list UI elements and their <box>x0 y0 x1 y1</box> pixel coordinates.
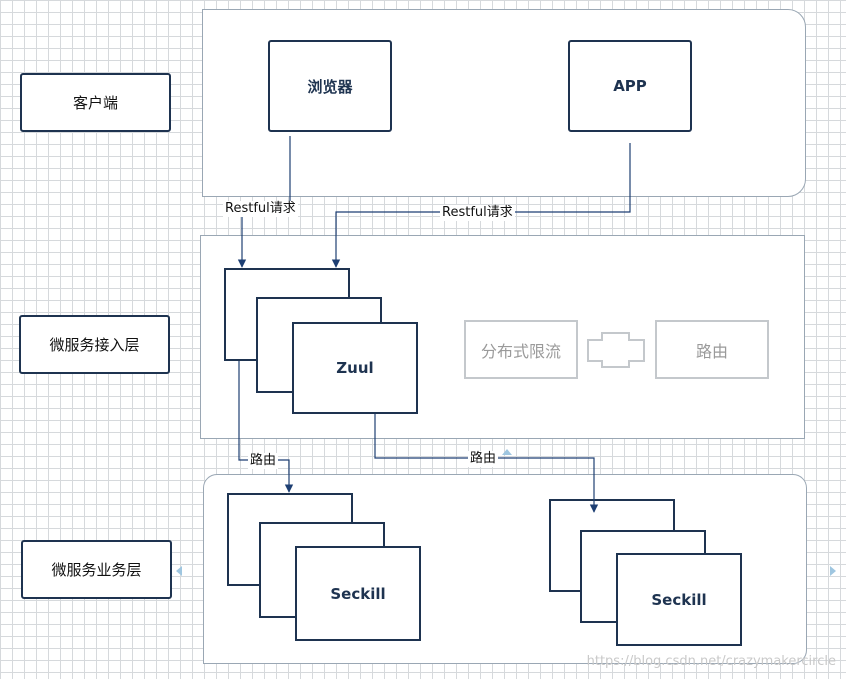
edge-label-route-left: 路由 <box>248 453 279 469</box>
edge-label-browser-request: Restful请求 <box>223 201 298 217</box>
layer-business-label: 微服务业务层 <box>51 561 142 579</box>
layer-access-label: 微服务接入层 <box>49 336 140 354</box>
mid-triangle <box>502 449 512 455</box>
layer-client: 客户端 <box>20 73 171 132</box>
edge-label-route-right: 路由 <box>468 451 499 467</box>
seckill-left-node: Seckill <box>295 546 421 641</box>
zuul-label: Zuul <box>336 359 374 377</box>
right-edge-triangle <box>830 566 836 576</box>
rate-limit-node: 分布式限流 <box>464 320 578 379</box>
watermark: https://blog.csdn.net/crazymakercircle <box>586 654 836 669</box>
edge-zuul-seckill-left <box>238 361 294 493</box>
double-arrow-shape <box>587 332 645 368</box>
routing-node: 路由 <box>655 320 769 379</box>
layer-client-label: 客户端 <box>72 94 118 112</box>
layer-business: 微服务业务层 <box>21 540 172 599</box>
layer-access: 微服务接入层 <box>19 315 170 374</box>
seckill-right-node: Seckill <box>616 553 742 646</box>
app-node: APP <box>568 40 692 132</box>
seckill-right-label: Seckill <box>651 590 707 609</box>
browser-label: 浏览器 <box>307 77 353 96</box>
browser-node: 浏览器 <box>268 40 392 132</box>
app-label: APP <box>613 77 647 95</box>
edge-label-app-request: Restful请求 <box>440 205 515 221</box>
zuul-node: Zuul <box>292 322 418 414</box>
seckill-left-label: Seckill <box>330 584 386 603</box>
left-edge-triangle <box>176 566 182 576</box>
rate-limit-label: 分布式限流 <box>480 341 561 361</box>
routing-label: 路由 <box>695 341 728 361</box>
